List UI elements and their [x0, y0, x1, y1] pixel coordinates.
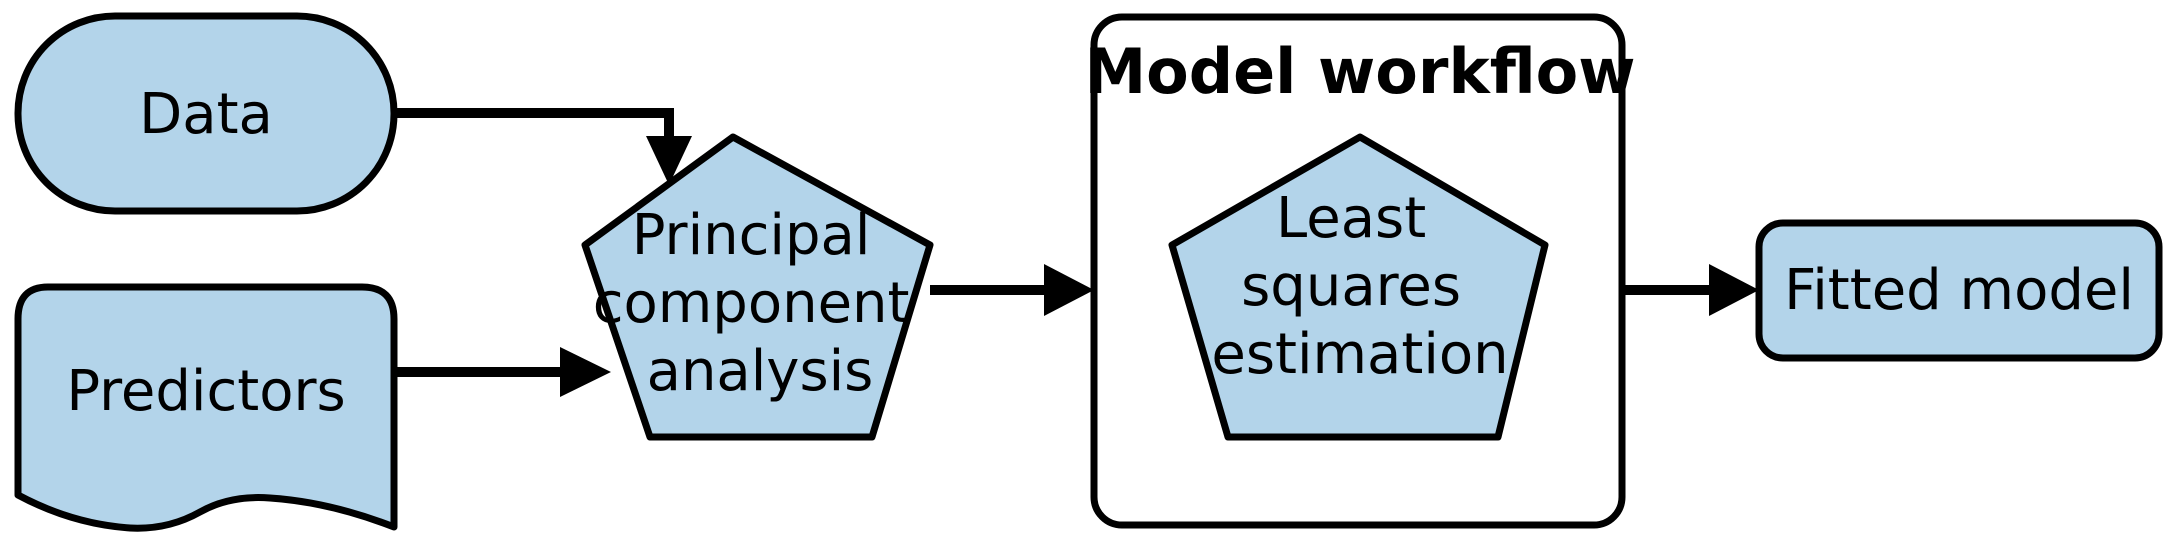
fitted-model-shape: [1755, 219, 2163, 362]
pca-node: Principal component analysis: [581, 133, 934, 441]
pca-label-line-2: component: [593, 271, 910, 336]
data-label: Data: [139, 82, 273, 147]
edge-predictors-to-pca-arrowhead: [560, 347, 611, 397]
least-squares-label-line-2: squares: [1241, 254, 1461, 319]
edge-workflow-to-fitted: [1622, 264, 1759, 316]
least-squares-node: Least squares estimation: [1168, 133, 1549, 441]
data-node: Data: [14, 12, 398, 215]
pca-label: Principal component analysis: [593, 203, 928, 404]
edge-data-to-pca-line: [394, 108, 674, 138]
pca-label-line-3: analysis: [647, 339, 874, 404]
edge-pca-to-workflow-arrowhead: [1044, 264, 1094, 316]
least-squares-shape: [1168, 133, 1549, 441]
pca-shape: [581, 133, 934, 441]
least-squares-label: Least squares estimation: [1211, 186, 1508, 387]
edge-workflow-to-fitted-arrowhead: [1709, 264, 1759, 316]
least-squares-label-line-1: Least: [1276, 186, 1426, 251]
predictors-shape: [14, 283, 398, 532]
fitted-model-label: Fitted model: [1784, 258, 2134, 323]
least-squares-label-line-3: estimation: [1211, 322, 1508, 387]
edge-data-to-pca: [394, 108, 692, 185]
edge-pca-to-workflow: [930, 264, 1094, 316]
model-workflow-title: Model workflow: [1084, 35, 1635, 108]
fitted-model-node: Fitted model: [1755, 219, 2163, 362]
predictors-label: Predictors: [66, 359, 345, 424]
predictors-node: Predictors: [14, 283, 398, 532]
edge-data-to-pca-arrowhead: [646, 136, 692, 185]
pca-label-line-1: Principal: [632, 203, 871, 268]
edge-predictors-to-pca: [394, 347, 611, 397]
edges: [394, 108, 1759, 397]
